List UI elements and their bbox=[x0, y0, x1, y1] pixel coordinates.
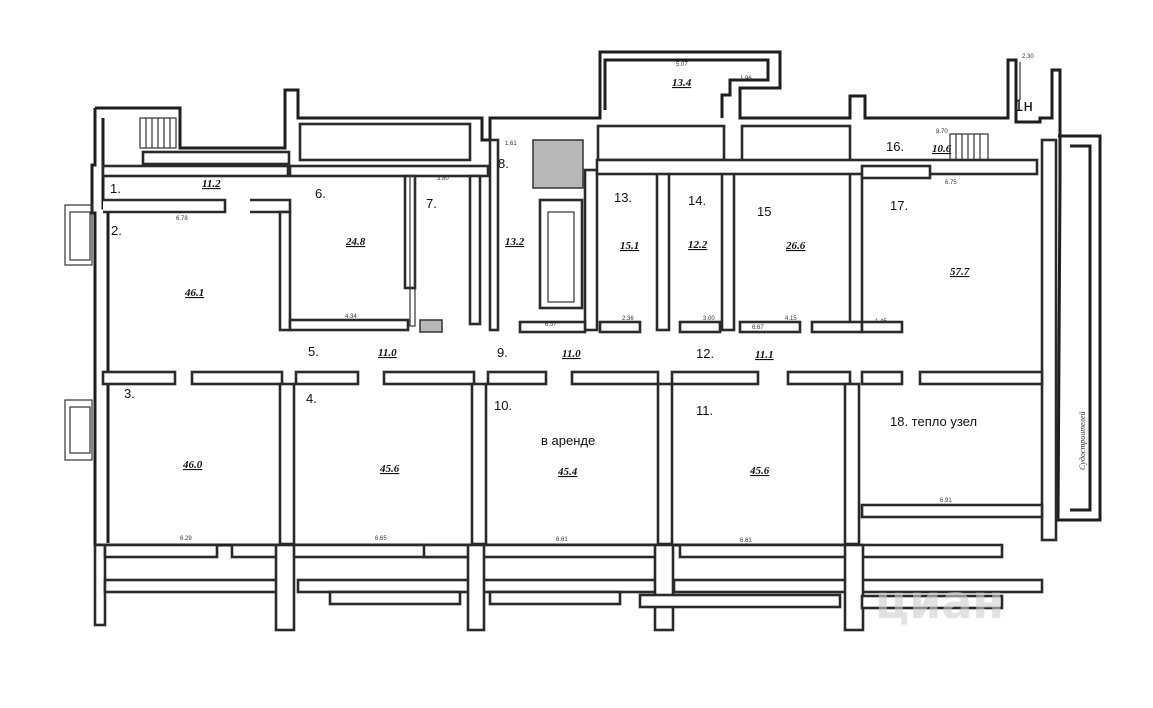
dimension-label: 4.34 bbox=[345, 314, 357, 320]
room-11-area: 45.6 bbox=[749, 465, 770, 477]
room-labels: 1. 2. 3. 4. 5. 6. 7. 8. 9. 10. 11. 12. 1… bbox=[110, 139, 977, 429]
dimension-label: 2.30 bbox=[1022, 54, 1034, 60]
room-9-area: 11.0 bbox=[562, 348, 581, 360]
dimension-label: 1.61 bbox=[505, 141, 517, 147]
street-label: Судостроителей bbox=[1078, 411, 1087, 470]
dimension-label: 6.91 bbox=[940, 498, 952, 504]
room-3-label: 3. bbox=[124, 386, 135, 401]
room-18-label: 18. тепло узел bbox=[890, 414, 977, 429]
room-14-label: 14. bbox=[688, 193, 706, 208]
room-1-area: 11.2 bbox=[202, 178, 221, 190]
upper-walls bbox=[101, 138, 1058, 542]
lower-walls bbox=[278, 382, 1044, 546]
dimension-label: 1.45 bbox=[875, 319, 887, 325]
dimension-label: 8.70 bbox=[936, 129, 948, 135]
room-9-label: 9. bbox=[497, 345, 508, 360]
room-15-label: 15 bbox=[757, 204, 771, 219]
dimension-label: 4.15 bbox=[785, 316, 797, 322]
room-4-label: 4. bbox=[306, 391, 317, 406]
dimension-label: 2.36 bbox=[622, 316, 634, 322]
dimension-label: 6.65 bbox=[375, 536, 387, 542]
annex-area: 13.4 bbox=[672, 77, 692, 89]
room-10-label: 10. bbox=[494, 398, 512, 413]
annex bbox=[603, 58, 770, 118]
dimension-labels: 6.78 4.34 6.57 6.67 6.75 6.65 6.61 6.61 … bbox=[176, 54, 1034, 544]
room-6-area: 24.8 bbox=[345, 236, 366, 248]
floor-label: 1н bbox=[1014, 96, 1033, 115]
dimension-label: 6.29 bbox=[180, 536, 192, 542]
room-5-area: 11.0 bbox=[378, 347, 397, 359]
window-bays bbox=[64, 204, 93, 461]
room-8-area: 13.2 bbox=[505, 236, 525, 248]
room-16-area: 10.6 bbox=[932, 143, 952, 155]
room-13-label: 13. bbox=[614, 190, 632, 205]
room-2-area: 46.1 bbox=[184, 287, 204, 299]
room-11-label: 11. bbox=[696, 403, 713, 418]
room-15-area: 26.6 bbox=[785, 240, 806, 252]
dimension-label: 1.96 bbox=[740, 76, 752, 82]
dimension-label: 3.80 bbox=[437, 176, 449, 182]
dimension-label: 6.75 bbox=[945, 180, 957, 186]
stair-left bbox=[139, 117, 291, 166]
room-4-area: 45.6 bbox=[379, 463, 400, 475]
room-3-area: 46.0 bbox=[182, 459, 203, 471]
room-5-label: 5. bbox=[308, 344, 319, 359]
dimension-label: 6.67 bbox=[752, 325, 764, 331]
room-13-area: 15.1 bbox=[620, 240, 639, 252]
dimension-label: 6.61 bbox=[740, 538, 752, 544]
rented-note: в аренде bbox=[541, 433, 595, 448]
room-2-label: 2. bbox=[111, 223, 122, 238]
room-17-label: 17. bbox=[890, 198, 908, 213]
watermark: циан bbox=[875, 575, 1004, 629]
corridor-walls bbox=[101, 370, 1044, 386]
room-12-label: 12. bbox=[696, 346, 714, 361]
dimension-label: 3.00 bbox=[703, 316, 715, 322]
dimension-label: 6.57 bbox=[545, 322, 557, 328]
basement-strip bbox=[93, 543, 1044, 632]
room-14-area: 12.2 bbox=[688, 239, 708, 251]
room-6-label: 6. bbox=[315, 186, 326, 201]
area-labels: 11.2 46.1 46.0 45.6 11.0 24.8 13.2 11.0 … bbox=[182, 77, 970, 478]
room-10-area: 45.4 bbox=[557, 466, 578, 478]
room-1-label: 1. bbox=[110, 181, 121, 196]
room-17-area: 57.7 bbox=[950, 266, 970, 278]
room-8-label: 8. bbox=[498, 156, 509, 171]
room-12-area: 11.1 bbox=[755, 349, 774, 361]
dimension-label: 6.61 bbox=[556, 537, 568, 543]
dimension-label: 6.78 bbox=[176, 216, 188, 222]
room-7-label: 7. bbox=[426, 196, 437, 211]
room-16-label: 16. bbox=[886, 139, 904, 154]
dimension-label: 5.07 bbox=[676, 62, 688, 68]
